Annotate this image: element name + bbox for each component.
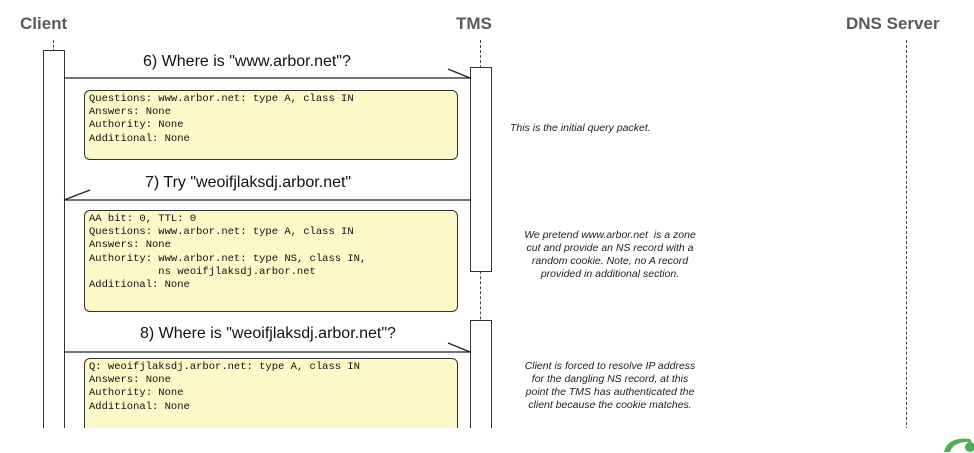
- packet-note-2: AA bit: 0, TTL: 0 Questions: www.arbor.n…: [84, 210, 458, 312]
- client-header: Client: [20, 14, 68, 33]
- comment-3: Client is forced to resolve IP address f…: [524, 360, 696, 411]
- bottom-band: [0, 428, 974, 453]
- packet-note-1-text: Questions: www.arbor.net: type A, class …: [89, 93, 354, 145]
- arrow-7: [63, 189, 470, 201]
- comment-1: This is the initial query packet.: [510, 122, 651, 134]
- tms-activation-bar-1: [470, 67, 492, 272]
- packet-note-1: Questions: www.arbor.net: type A, class …: [84, 90, 458, 160]
- message-7-label: 7) Try "weoifjlaksdj.arbor.net": [145, 174, 352, 191]
- packet-note-3-text: Q: weoifjlaksdj.arbor.net: type A, class…: [89, 361, 360, 413]
- message-8-label: 8) Where is "weoifjlaksdj.arbor.net"?: [140, 325, 396, 342]
- packet-note-3: Q: weoifjlaksdj.arbor.net: type A, class…: [84, 358, 458, 434]
- dns-lifeline: [906, 40, 907, 440]
- arrow-6: [64, 68, 471, 79]
- dns-server-header: DNS Server: [846, 14, 940, 33]
- message-6-label: 6) Where is "www.arbor.net"?: [143, 53, 351, 70]
- tms-header: TMS: [456, 14, 492, 33]
- comment-2: We pretend www.arbor.net is a zone cut a…: [524, 229, 696, 280]
- client-lifeline: [53, 40, 54, 52]
- arrow-8: [64, 342, 471, 353]
- green-swoosh-logo-icon: [944, 438, 974, 452]
- packet-note-2-text: AA bit: 0, TTL: 0 Questions: www.arbor.n…: [89, 213, 367, 292]
